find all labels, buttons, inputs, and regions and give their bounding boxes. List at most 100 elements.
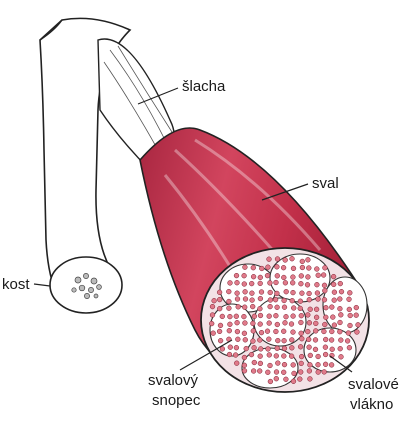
muscle-fiber (291, 363, 296, 368)
muscle-fiber (354, 305, 359, 310)
muscle-fiber (315, 291, 320, 296)
muscle-fiber (249, 281, 254, 286)
muscle-fiber (226, 289, 231, 294)
muscle-fiber (337, 297, 342, 302)
muscle-fiber (242, 282, 247, 287)
muscle-fiber (348, 323, 353, 328)
muscle-fiber (299, 354, 304, 359)
muscle-fiber (289, 338, 294, 343)
muscle-fiber (291, 306, 296, 311)
muscle-fiber (314, 307, 319, 312)
muscle-fiber (251, 321, 256, 326)
muscle-fiber (275, 273, 280, 278)
muscle-fiber (323, 265, 328, 270)
muscle-fiber (313, 338, 318, 343)
muscle-fiber (323, 345, 328, 350)
muscle-fiber (251, 274, 256, 279)
muscle-fiber (338, 320, 343, 325)
muscle-fiber (332, 290, 337, 295)
muscle-fiber (243, 337, 248, 342)
muscle-fiber (258, 354, 263, 359)
label-tendon: šlacha (182, 78, 225, 96)
muscle-fiber (329, 338, 334, 343)
muscle-fiber (338, 306, 343, 311)
muscle-fiber (284, 314, 289, 319)
muscle-fiber (322, 297, 327, 302)
muscle-fiber (244, 346, 249, 351)
muscle-fiber (268, 281, 273, 286)
muscle-fiber (307, 297, 312, 302)
muscle-fiber (316, 354, 321, 359)
muscle-fiber (217, 329, 222, 334)
muscle-fiber (339, 354, 344, 359)
muscle-fiber (235, 329, 240, 334)
muscle-fiber (308, 353, 313, 358)
muscle-fiber (332, 323, 337, 328)
muscle-fiber (235, 297, 240, 302)
muscle-fiber (346, 331, 351, 336)
muscle-fiber (338, 338, 343, 343)
muscle-fiber (250, 304, 255, 309)
muscle-fiber (274, 354, 279, 359)
muscle-fiber (283, 258, 288, 263)
muscle-fiber (299, 281, 304, 286)
muscle-fiber (233, 353, 238, 358)
muscle-fiber (330, 347, 335, 352)
muscle-fiber (339, 289, 344, 294)
muscle-fiber (235, 280, 240, 285)
muscle-fiber (218, 338, 223, 343)
label-fiber-line1: svalové (348, 376, 399, 394)
muscle-fiber (290, 280, 295, 285)
muscle-fiber (306, 257, 311, 262)
muscle-fiber (242, 331, 247, 336)
muscle-fiber (316, 362, 321, 367)
muscle-fiber (291, 314, 296, 319)
muscle-fiber (227, 306, 232, 311)
muscle-fiber (258, 275, 263, 280)
muscle-fiber (252, 345, 257, 350)
muscle-fiber (252, 360, 257, 365)
label-muscle: sval (312, 175, 339, 193)
muscle-fiber (251, 369, 256, 374)
muscle-fiber (299, 331, 304, 336)
muscle-fiber (227, 299, 232, 304)
muscle-fiber (252, 314, 257, 319)
muscle-fiber (297, 377, 302, 382)
muscle-fiber (212, 298, 217, 303)
label-bundle-line2: snopec (152, 392, 200, 410)
muscle-fiber (323, 337, 328, 342)
muscle-fiber (323, 315, 328, 320)
muscle-fiber (299, 313, 304, 318)
muscle-fiber (275, 346, 280, 351)
muscle-fiber (234, 314, 239, 319)
muscle-fiber (235, 291, 240, 296)
muscle-fiber (281, 265, 286, 270)
muscle-fiber (251, 339, 256, 344)
muscle-fiber (313, 347, 318, 352)
muscle-fiber (243, 289, 248, 294)
muscle-fiber (281, 370, 286, 375)
muscle-fiber (259, 290, 264, 295)
muscle-fiber (275, 361, 280, 366)
muscle-fiber (236, 304, 241, 309)
muscle-fiber (306, 275, 311, 280)
muscle-fiber (284, 377, 289, 382)
muscle-fiber (307, 345, 312, 350)
muscle-fiber (316, 370, 321, 375)
muscle-fiber (281, 329, 286, 334)
muscle-fiber (331, 274, 336, 279)
muscle-fiber (347, 307, 352, 312)
muscle-fiber (234, 345, 239, 350)
label-fiber-line2: vlákno (350, 396, 393, 414)
muscle-fiber (259, 330, 264, 335)
muscle-fiber (275, 257, 280, 262)
muscle-fiber (321, 273, 326, 278)
muscle-fiber (299, 361, 304, 366)
muscle-fiber (299, 274, 304, 279)
muscle-fiber (228, 345, 233, 350)
muscle-fiber (323, 362, 328, 367)
muscle-fiber (210, 304, 215, 309)
muscle-fiber (259, 266, 264, 271)
muscle-fiber (258, 347, 263, 352)
muscle-fiber (300, 291, 305, 296)
